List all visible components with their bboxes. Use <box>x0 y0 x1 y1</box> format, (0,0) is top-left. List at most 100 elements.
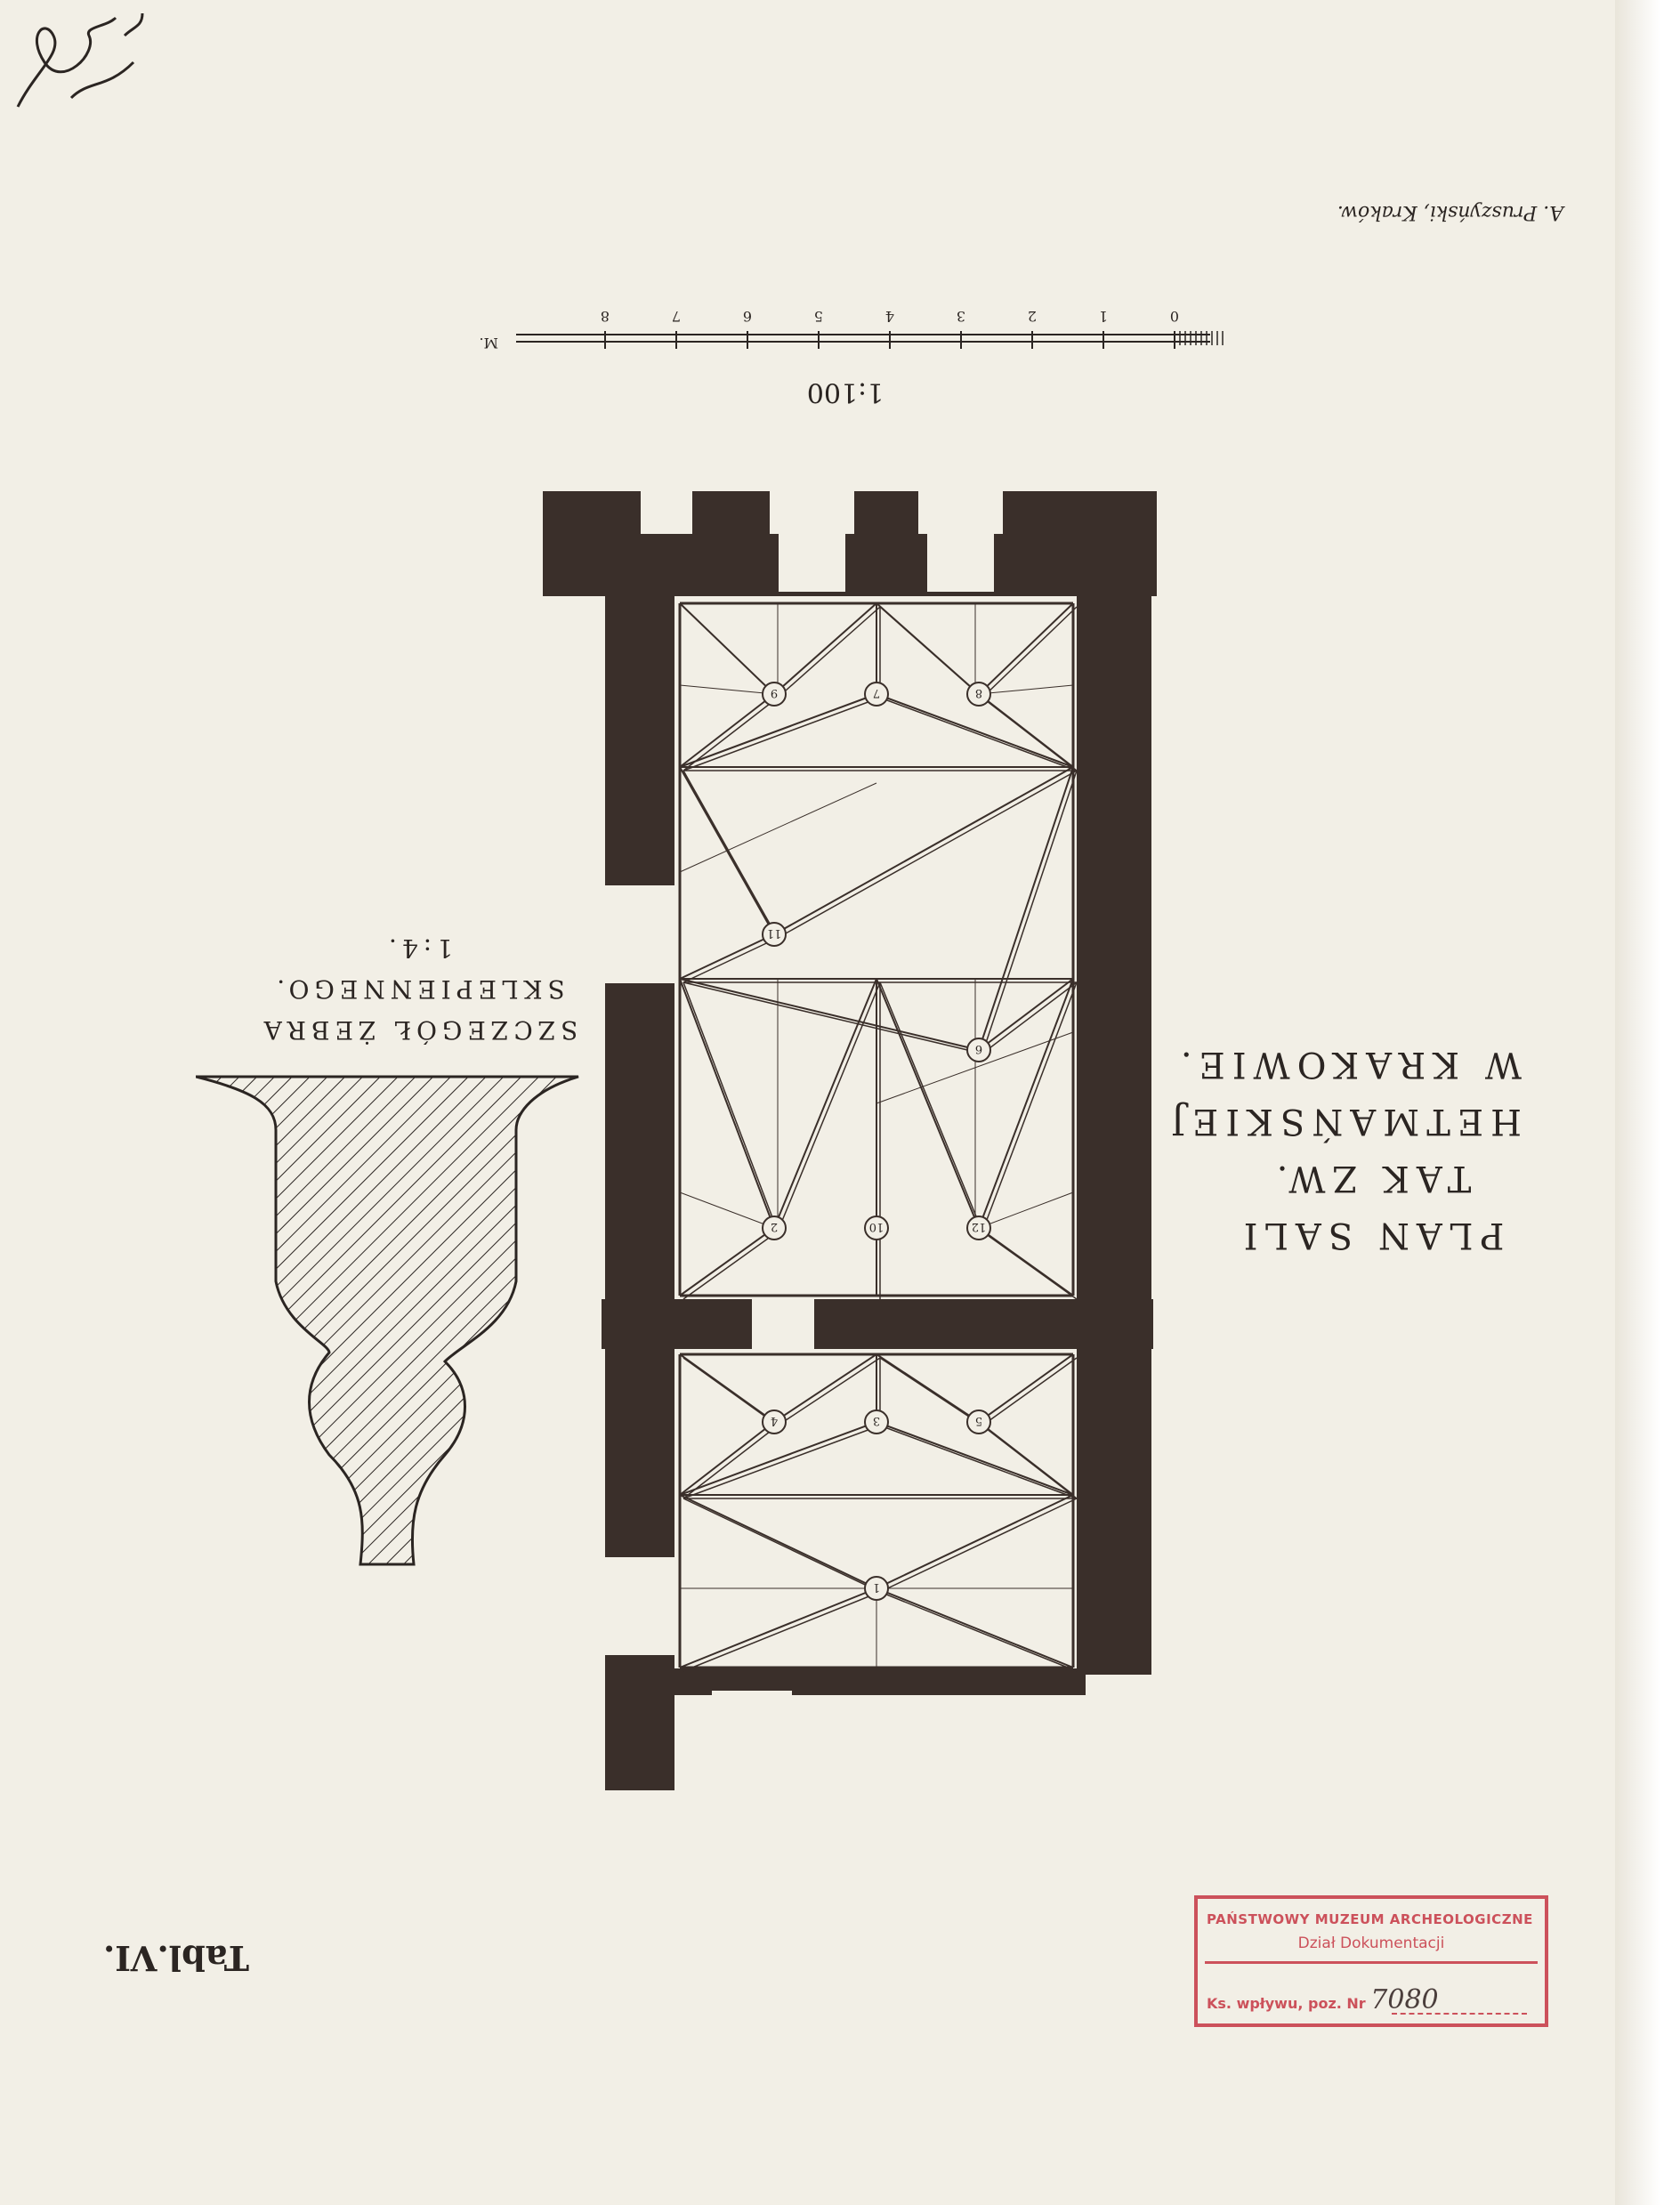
vault-rib <box>679 1421 877 1496</box>
vault-rib <box>682 1425 881 1499</box>
panel-line <box>679 1191 775 1229</box>
detail-title: SZCZEGÓŁ ŻEBRA SKLEPIENNEGO. 1:4. <box>231 899 605 1050</box>
vault-rib <box>682 697 881 771</box>
vault-rib <box>981 697 1078 771</box>
stamp-register: Ks. wpływu, poz. Nr 7080 <box>1207 1984 1536 2015</box>
vault-boss-number: 5 <box>975 1414 982 1427</box>
paper-edge <box>1615 0 1680 2205</box>
vault-rib <box>682 1357 779 1426</box>
vault-rib <box>679 1587 877 1668</box>
archive-stamp: PAŃSTWOWY MUZEUM ARCHEOLOGICZNE Dział Do… <box>1194 1895 1548 2027</box>
vault-boss-number: 9 <box>771 686 778 699</box>
vault-rib <box>682 606 779 699</box>
vault-rib <box>879 1357 983 1426</box>
vault-rib <box>978 1227 1074 1296</box>
scale-tick-label: 2 <box>1028 308 1037 325</box>
signature-mark <box>16 12 144 108</box>
panel-line <box>978 684 1074 695</box>
vault-rib <box>777 1357 881 1426</box>
vault-rib <box>981 981 1078 1054</box>
vault-rib <box>876 978 980 1229</box>
vault-rib <box>682 697 779 771</box>
vault-rib <box>879 981 983 1232</box>
vault-rib <box>876 1587 1074 1668</box>
vault-rib <box>773 1353 877 1423</box>
vault-rib <box>679 978 980 1051</box>
vault-boss-number: 11 <box>767 926 782 940</box>
plan-title-line: HETMAŃSKIEJ <box>1164 1101 1522 1142</box>
stamp-register-label: Ks. wpływu, poz. Nr <box>1207 1995 1366 2012</box>
vault-boss-number: 4 <box>771 1414 778 1427</box>
plan-title: PLAN SALI TAK ZW. HETMAŃSKIEJ W KRAKOWIE… <box>1164 1032 1522 1264</box>
printer-credit: A. Pruszyński, Kraków. <box>1337 201 1564 223</box>
scale-tick-label: 5 <box>814 308 823 325</box>
vault-boss <box>864 1216 889 1240</box>
vault-rib <box>773 978 877 1229</box>
vault-rib <box>682 1591 881 1672</box>
vault-rib <box>981 770 1078 1054</box>
vault-boss <box>762 682 787 707</box>
vault-rib <box>978 766 1074 1051</box>
scale-unit-label: M. <box>480 335 498 351</box>
rib-section-detail <box>196 1075 579 1566</box>
vault-rib <box>879 606 983 699</box>
stamp-register-number: 7080 <box>1370 1984 1439 2015</box>
vault-rib <box>679 978 775 1229</box>
detail-title-line: SZCZEGÓŁ ŻEBRA <box>258 1015 578 1045</box>
vault-boss-number: 8 <box>975 686 982 699</box>
vault-rib <box>679 1353 775 1423</box>
vault-rib <box>981 1231 1078 1300</box>
vault-rib <box>679 693 877 768</box>
vault-rib <box>682 981 983 1054</box>
vault-rib <box>981 981 1078 1232</box>
scale-tick-label: 6 <box>743 308 752 325</box>
vault-rib <box>682 1498 881 1593</box>
scale-tick-label: 3 <box>957 308 965 325</box>
vault-rib <box>879 697 1078 771</box>
vault-rib <box>978 1353 1074 1423</box>
vault-rib <box>679 933 775 980</box>
detail-title-line: 1:4. <box>384 933 453 963</box>
panel-line <box>679 782 877 873</box>
vault-rib <box>876 693 1074 768</box>
vault-rib <box>876 1421 1074 1496</box>
scale-tick-label: 0 <box>1170 308 1179 325</box>
vault-boss-number: 1 <box>873 1580 880 1594</box>
vault-rib <box>682 770 779 939</box>
vault-rib <box>978 978 1074 1051</box>
vault-boss <box>762 1216 787 1240</box>
vault-rib <box>773 766 1074 935</box>
scale-tick-label: 8 <box>601 308 610 325</box>
vault-boss-number: 12 <box>972 1220 987 1233</box>
vault-rib <box>879 1591 1078 1672</box>
plan-title-line: PLAN SALI <box>1236 1215 1505 1256</box>
vault-rib <box>679 1227 775 1296</box>
scale-ratio: 1:100 <box>806 376 884 408</box>
stamp-number-line <box>1392 2013 1527 2015</box>
scale-tick-label: 4 <box>885 308 894 325</box>
vault-boss <box>864 1576 889 1601</box>
vault-boss <box>864 682 889 707</box>
panel-line <box>679 684 775 695</box>
vault-rib <box>981 1357 1078 1426</box>
vault-rib <box>978 602 1074 695</box>
vault-boss-number: 3 <box>873 1414 880 1427</box>
vault-boss <box>966 1409 991 1434</box>
detail-title-line: SKLEPIENNEGO. <box>271 974 565 1004</box>
vault-boss <box>762 922 787 947</box>
vault-rib <box>679 1494 877 1589</box>
vault-rib <box>879 1425 1078 1499</box>
vault-rib <box>777 606 881 699</box>
panel-line <box>876 1031 1074 1104</box>
vault-rib <box>682 981 779 1232</box>
plan-title-line: TAK ZW. <box>1269 1158 1472 1199</box>
vault-rib <box>682 1231 779 1300</box>
vault-rib <box>679 693 775 768</box>
vault-rib <box>773 602 877 695</box>
vault-rib <box>981 606 1078 699</box>
vault-rib <box>682 1425 779 1499</box>
vault-boss <box>762 1409 787 1434</box>
vault-boss-number: 10 <box>869 1220 884 1233</box>
vault-rib <box>682 937 779 983</box>
